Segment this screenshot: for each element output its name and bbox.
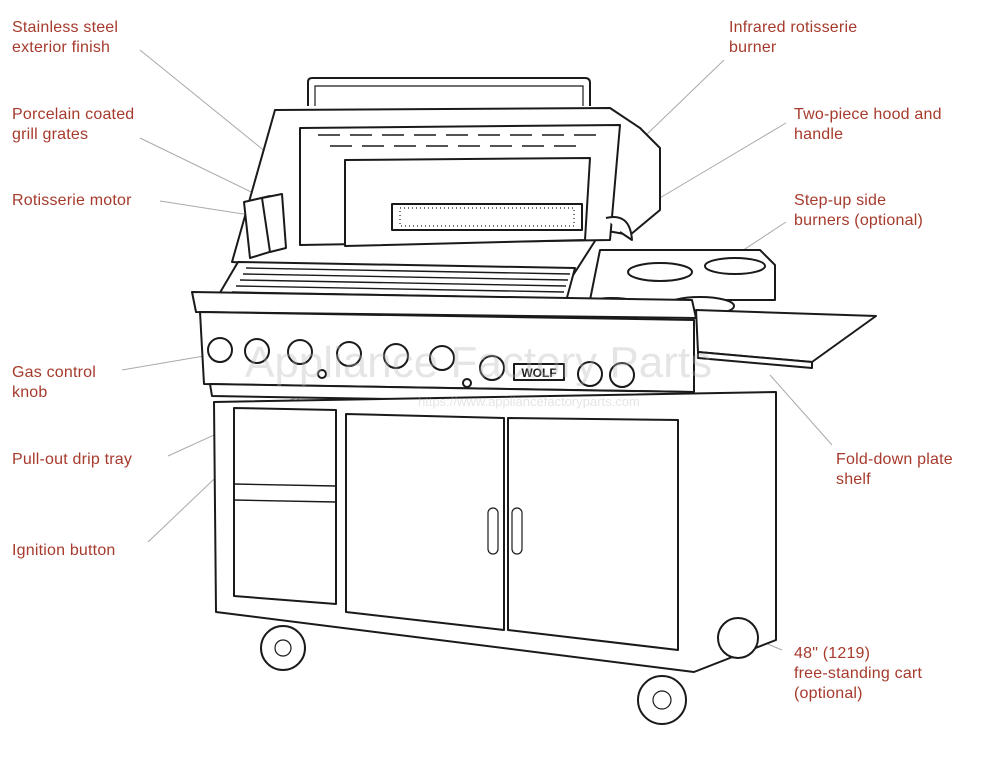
door-handle-right — [511, 507, 523, 555]
caster-front-left — [260, 625, 306, 671]
leader-hood — [647, 122, 787, 206]
label-rotisserie-motor: Rotisserie motor — [12, 192, 132, 209]
leader-grates — [139, 137, 273, 203]
leader-knob — [121, 354, 211, 371]
control-knobs — [207, 337, 635, 388]
brand-text: WOLF — [521, 366, 556, 380]
grill-body: WOLF — [191, 291, 697, 405]
grill-hood — [231, 77, 661, 281]
infrared-burner — [391, 203, 583, 231]
label-ignition-button: Ignition button — [12, 542, 116, 559]
plate-shelf — [695, 309, 877, 369]
cart — [213, 391, 777, 725]
label-drip-tray: Pull-out drip tray — [12, 451, 133, 468]
leader-shelf — [769, 374, 833, 446]
door-handle-left — [487, 507, 499, 555]
caster-back-right — [717, 617, 759, 659]
brand-badge — [513, 363, 565, 381]
caster-front-right — [637, 675, 687, 725]
hood-vents — [318, 134, 596, 147]
ignition-button — [317, 369, 327, 379]
leader-stainless — [139, 49, 273, 158]
rotisserie-motor — [243, 193, 287, 259]
label-cart: 48" (1219)free-standing cart(optional) — [794, 645, 923, 702]
